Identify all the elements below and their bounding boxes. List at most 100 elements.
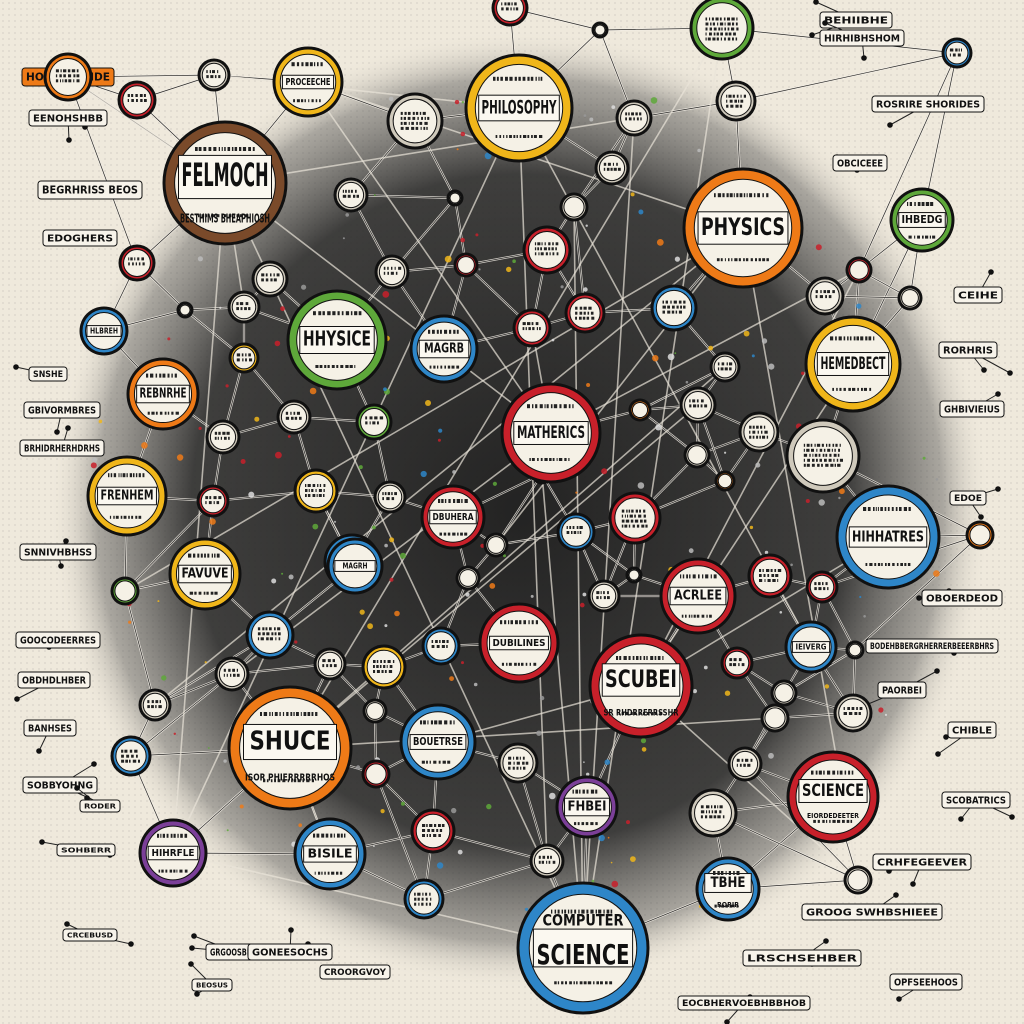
minor-node[interactable] [556, 512, 596, 552]
edge-tag[interactable]: GONEESOCHS [247, 927, 333, 961]
edge-tag[interactable]: GOOCODEERRES [15, 631, 101, 650]
node-favuve[interactable]: FAVUVE [168, 537, 242, 611]
edge-tag[interactable]: EDOGHERS [42, 229, 118, 247]
minor-node[interactable] [559, 192, 589, 222]
minor-node[interactable] [43, 52, 93, 102]
minor-node[interactable] [897, 285, 923, 311]
edge-tag[interactable]: LRSCHSEHBER [742, 938, 862, 967]
minor-node[interactable] [683, 441, 711, 469]
minor-node[interactable] [709, 351, 741, 383]
edge-tag[interactable]: BEGRHRISS BEOS [37, 180, 143, 200]
edge-tag[interactable]: CRHFEGEEVER [872, 853, 972, 887]
minor-node[interactable] [594, 150, 630, 186]
minor-node[interactable] [805, 570, 839, 604]
edge-tag[interactable]: CRCEBUSD [62, 921, 134, 947]
minor-node[interactable] [251, 260, 289, 298]
minor-node[interactable] [446, 189, 464, 207]
node-dubilines[interactable]: DUBILINES [478, 602, 560, 684]
minor-node[interactable] [333, 177, 369, 213]
minor-node[interactable] [491, 0, 529, 27]
minor-node[interactable] [965, 520, 995, 550]
edge-tag[interactable]: BRHIDRHERHDRHS [19, 425, 105, 457]
minor-node[interactable] [453, 252, 479, 278]
minor-node[interactable] [118, 244, 156, 282]
minor-node[interactable] [497, 742, 539, 784]
node-ihbedg[interactable]: IHBEDG [889, 187, 955, 253]
edge-tag[interactable]: OBOERDEOD [916, 588, 1003, 607]
node-hihhatres[interactable]: HIHHATRES [835, 484, 941, 590]
edge-tag[interactable]: BEHIIBHE [809, 0, 893, 38]
node-magrh[interactable]: MAGRH [326, 537, 384, 595]
minor-node[interactable] [843, 865, 873, 895]
minor-node[interactable] [625, 566, 643, 584]
node-acrlee[interactable]: ACRLEE [659, 557, 737, 635]
edge-tag[interactable]: SCOBATRICS [941, 791, 1015, 822]
minor-node[interactable] [522, 225, 572, 275]
minor-node[interactable] [374, 254, 410, 290]
minor-node[interactable] [362, 698, 388, 724]
node-frenhem[interactable]: FRENHEM [86, 455, 168, 537]
minor-node[interactable] [403, 878, 445, 920]
minor-node[interactable] [785, 418, 861, 494]
edge-tag[interactable]: OPFSEEHOOS [889, 973, 963, 1002]
edge-tag[interactable]: GROOG SWHBSHIEEE [801, 892, 943, 921]
node-bouetrse[interactable]: BOUETRSE [399, 703, 477, 781]
edge-tag[interactable]: RODER [74, 785, 121, 813]
minor-node[interactable] [228, 342, 260, 374]
node-hihrefle[interactable]: HIHRFLE [138, 818, 208, 888]
minor-node[interactable] [715, 80, 757, 122]
minor-node[interactable] [197, 58, 231, 92]
node-hhysice[interactable]: HHYSICE [286, 289, 388, 391]
node-magrb[interactable]: MAGRB [409, 314, 479, 384]
edge-tag[interactable]: GBIVORMBRES [23, 401, 101, 435]
minor-node[interactable] [386, 92, 444, 150]
edge-tag[interactable]: SNNIVHBHSS [19, 538, 97, 569]
edge-tag[interactable]: RORHRIS [938, 341, 1013, 376]
edge-tag[interactable]: CEIHE [953, 269, 1003, 304]
minor-node[interactable] [615, 99, 653, 137]
minor-node[interactable] [373, 480, 407, 514]
minor-node[interactable] [688, 788, 738, 838]
edge-tag[interactable]: EOCBHERVOEBHBBHOB [677, 994, 811, 1024]
node-bbuhera[interactable]: DBUHERA [420, 484, 486, 550]
minor-node[interactable] [845, 640, 865, 660]
minor-node[interactable] [293, 468, 339, 514]
minor-node[interactable] [747, 553, 793, 599]
minor-node[interactable] [805, 276, 845, 316]
minor-node[interactable] [455, 565, 481, 591]
edge-tag[interactable]: OBDHDLHBER [14, 671, 91, 702]
minor-node[interactable] [564, 292, 606, 334]
node-philosophy[interactable]: PHILOSOPHY [464, 53, 574, 163]
edge-tag[interactable]: EENOHSHBB [28, 109, 108, 143]
node-physics[interactable]: PHYSICS [682, 167, 804, 289]
minor-node[interactable] [529, 843, 565, 879]
minor-node[interactable] [587, 579, 621, 613]
minor-node[interactable] [276, 399, 312, 435]
minor-node[interactable] [727, 746, 763, 782]
minor-node[interactable] [628, 398, 652, 422]
minor-node[interactable] [714, 470, 736, 492]
minor-node[interactable] [110, 735, 152, 777]
minor-node[interactable] [760, 703, 790, 733]
node-hemedbect[interactable]: HEMEDBECT [804, 315, 902, 413]
node-fhbei[interactable]: FHBEI [555, 775, 619, 839]
node-mathrics[interactable]: MATHERICS [500, 382, 602, 484]
minor-node[interactable] [512, 308, 552, 348]
node-proceeche[interactable]: PROCEECHE [272, 46, 344, 118]
minor-node[interactable] [227, 290, 261, 324]
minor-node[interactable] [689, 0, 755, 61]
edge-tag[interactable]: ROSRIRE SHORIDES [871, 95, 985, 128]
minor-node[interactable] [679, 386, 717, 424]
node-bisile[interactable]: BISILE [293, 817, 367, 891]
minor-node[interactable] [196, 484, 230, 518]
minor-node[interactable] [410, 808, 456, 854]
node-rebnrhe[interactable]: REBNRHE [126, 357, 200, 431]
minor-node[interactable] [205, 419, 241, 455]
minor-node[interactable] [483, 532, 509, 558]
edge-tag[interactable]: OBCICEEE [832, 154, 888, 173]
minor-node[interactable] [770, 679, 798, 707]
minor-node[interactable] [833, 693, 873, 733]
edge-tag[interactable]: CHIBLE [935, 721, 997, 757]
